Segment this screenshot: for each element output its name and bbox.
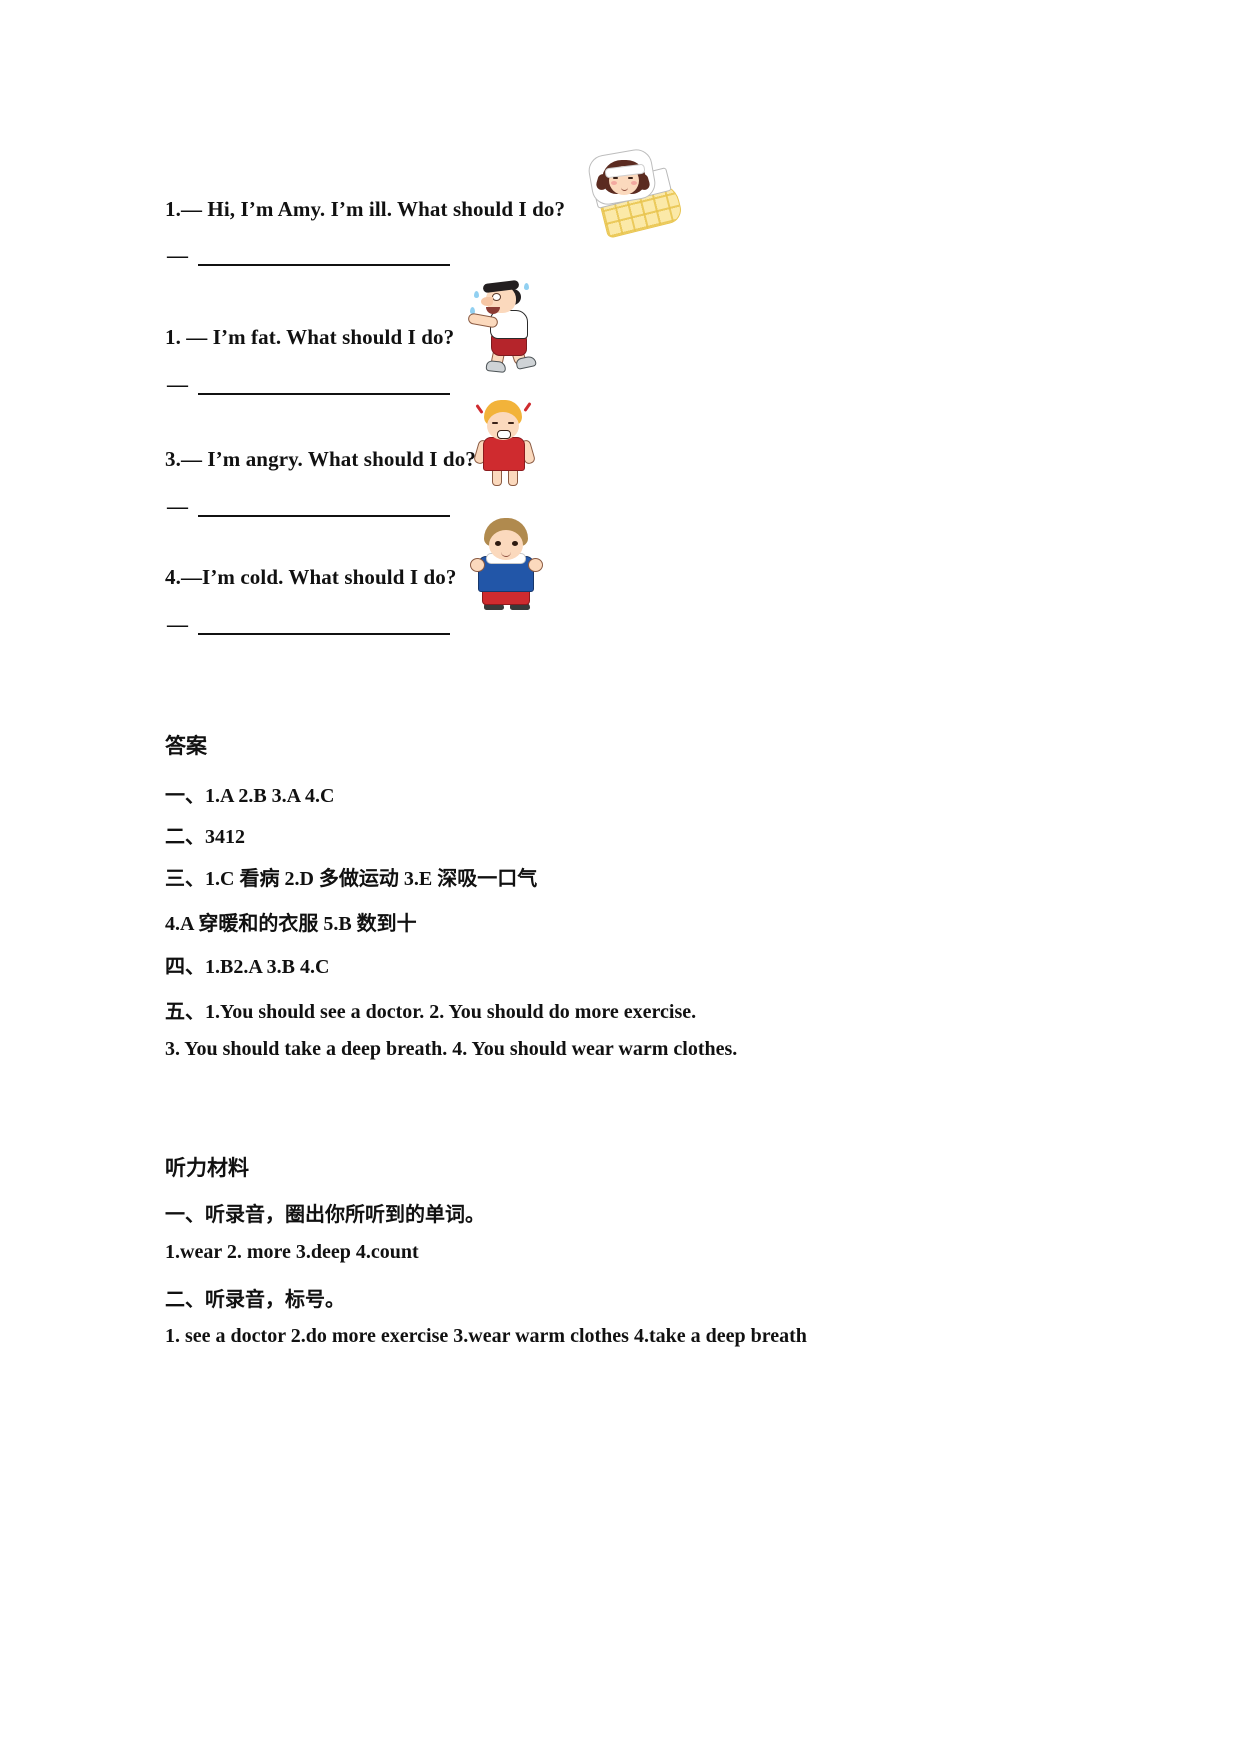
cheek-left bbox=[611, 181, 617, 185]
mouth-shape bbox=[497, 430, 511, 439]
answer-row-3: — bbox=[167, 496, 450, 517]
shoe-right bbox=[510, 602, 530, 610]
eye-right bbox=[508, 422, 514, 424]
sweat-drop-2 bbox=[470, 307, 475, 314]
eye-left bbox=[495, 541, 501, 546]
answer-blank-2[interactable] bbox=[198, 379, 450, 395]
cheek-right bbox=[631, 181, 637, 185]
hand-right bbox=[528, 558, 543, 572]
eye-left bbox=[492, 422, 498, 424]
mouth-shape bbox=[486, 307, 500, 314]
listening-material-heading: 听力材料 bbox=[165, 1156, 249, 1180]
mouth-shape bbox=[621, 186, 628, 191]
nose-shape bbox=[481, 297, 493, 306]
eye-right bbox=[628, 177, 633, 179]
dress-shape bbox=[483, 437, 525, 471]
sweat-drop-3 bbox=[524, 283, 529, 290]
cold-boy-illustration bbox=[468, 518, 558, 613]
question-prompt-3: 3.— I’m angry. What should I do? bbox=[165, 447, 476, 471]
answer-dash-1: — bbox=[167, 243, 188, 267]
question-prompt-1: 1.— Hi, I’m Amy. I’m ill. What should I … bbox=[165, 197, 566, 221]
sick-girl-in-bed-illustration bbox=[580, 146, 684, 239]
mouth-shape bbox=[501, 551, 511, 557]
eye-right bbox=[512, 541, 518, 546]
answer-blank-1[interactable] bbox=[198, 250, 450, 266]
answer-key-line-6: 五、1.You should see a doctor. 2. You shou… bbox=[165, 1001, 697, 1023]
answer-row-4: — bbox=[167, 614, 450, 635]
shoe-back bbox=[485, 359, 507, 374]
eye-left bbox=[613, 177, 618, 179]
answer-key-line-7: 3. You should take a deep breath. 4. You… bbox=[165, 1038, 738, 1060]
question-prompt-4: 4.—I’m cold. What should I do? bbox=[165, 565, 457, 589]
answer-row-1: — bbox=[167, 245, 450, 266]
answer-key-line-3: 三、1.C 看病 2.D 多做运动 3.E 深吸一口气 bbox=[165, 868, 538, 890]
angry-girl-illustration bbox=[470, 398, 550, 488]
shoe-left bbox=[484, 602, 504, 610]
answer-key-heading: 答案 bbox=[165, 734, 207, 758]
listening-content-1: 1.wear 2. more 3.deep 4.count bbox=[165, 1241, 419, 1263]
question-prompt-2: 1. — I’m fat. What should I do? bbox=[165, 325, 455, 349]
answer-row-2: — bbox=[167, 374, 450, 395]
answer-key-line-4: 4.A 穿暖和的衣服 5.B 数到十 bbox=[165, 913, 417, 935]
answer-blank-3[interactable] bbox=[198, 501, 450, 517]
listening-content-2: 1. see a doctor 2.do more exercise 3.wea… bbox=[165, 1325, 807, 1347]
listening-instruction-1: 一、听录音，圈出你所听到的单词。 bbox=[165, 1204, 485, 1226]
eye-shape bbox=[492, 293, 501, 301]
anger-spark-1 bbox=[475, 404, 484, 414]
answer-key-line-5: 四、1.B2.A 3.B 4.C bbox=[165, 956, 330, 978]
answer-key-line-1: 一、1.A 2.B 3.A 4.C bbox=[165, 785, 335, 807]
listening-instruction-2: 二、听录音，标号。 bbox=[165, 1289, 345, 1311]
answer-blank-4[interactable] bbox=[198, 619, 450, 635]
sweat-drop-1 bbox=[474, 291, 479, 298]
answer-dash-2: — bbox=[167, 372, 188, 396]
answer-dash-3: — bbox=[167, 494, 188, 518]
running-man-illustration bbox=[466, 277, 556, 374]
answer-key-line-2: 二、3412 bbox=[165, 826, 245, 848]
hand-left bbox=[470, 558, 485, 572]
answer-dash-4: — bbox=[167, 612, 188, 636]
anger-spark-2 bbox=[523, 402, 532, 412]
